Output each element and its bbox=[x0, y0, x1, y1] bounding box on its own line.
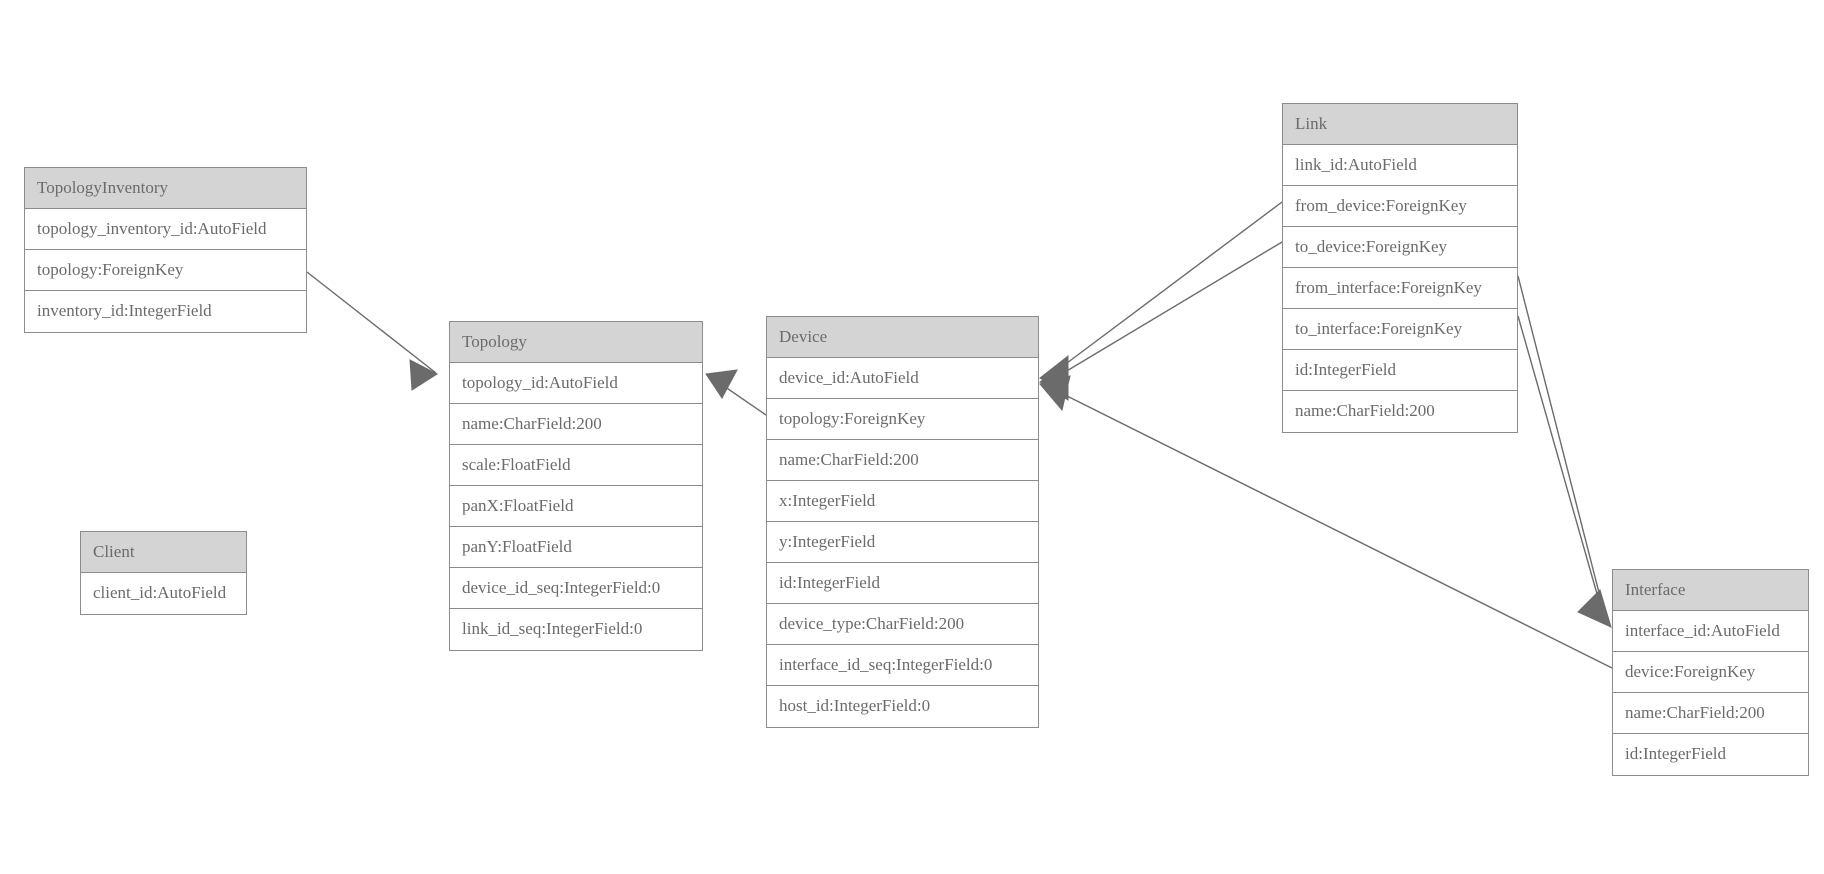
entity-field: link_id_seq:IntegerField:0 bbox=[462, 619, 643, 638]
entity-field: from_interface:ForeignKey bbox=[1283, 268, 1517, 309]
entity-field: id:IntegerField bbox=[1625, 744, 1727, 763]
relation-link-tointerface-interface bbox=[1517, 315, 1612, 628]
relation-link-fromdevice-device bbox=[1039, 201, 1283, 395]
entity-field: y:IntegerField bbox=[767, 522, 1038, 563]
relation-arrowhead bbox=[1039, 361, 1069, 401]
relation-arrowhead bbox=[705, 369, 738, 399]
entity-field: from_device:ForeignKey bbox=[1283, 186, 1517, 227]
entity-field: id:IntegerField bbox=[1283, 350, 1517, 391]
entity-field: id:IntegerField bbox=[767, 563, 1038, 604]
entity-field: host_id:IntegerField:0 bbox=[779, 696, 931, 715]
entity-title-interface: Interface bbox=[1613, 570, 1808, 611]
relation-arrowhead bbox=[1577, 589, 1612, 628]
entity-field: name:CharField:200 bbox=[450, 404, 702, 445]
relation-arrowhead bbox=[1039, 354, 1069, 395]
entity-title-device: Device bbox=[767, 317, 1038, 358]
entity-field: to_interface:ForeignKey bbox=[1283, 309, 1517, 350]
entity-field: device_id_seq:IntegerField:0 bbox=[450, 568, 702, 609]
relation-line bbox=[306, 271, 437, 374]
entity-title-client: Client bbox=[81, 532, 246, 573]
entity-title-topology: Topology bbox=[450, 322, 702, 363]
entity-field: name:CharField:200 bbox=[767, 440, 1038, 481]
relation-arrowhead bbox=[409, 359, 438, 391]
entity-field: scale:FloatField bbox=[450, 445, 702, 486]
entity-field: device:ForeignKey bbox=[1613, 652, 1808, 693]
entity-field: topology:ForeignKey bbox=[25, 250, 306, 291]
entity-field: to_device:ForeignKey bbox=[1283, 227, 1517, 268]
entity-title-topology_inventory: TopologyInventory bbox=[25, 168, 306, 209]
entity-field: interface_id:AutoField bbox=[1613, 611, 1808, 652]
relation-line bbox=[717, 381, 767, 416]
entity-field: device_id:AutoField bbox=[767, 358, 1038, 399]
entity-field: client_id:AutoField bbox=[93, 583, 227, 602]
relation-link-todevice-device bbox=[1039, 241, 1283, 401]
entity-field: topology_inventory_id:AutoField bbox=[25, 209, 306, 250]
entity-field: topology:ForeignKey bbox=[767, 399, 1038, 440]
entity-title-link: Link bbox=[1283, 104, 1517, 145]
relation-line bbox=[1054, 201, 1283, 373]
entity-field: panX:FloatField bbox=[450, 486, 702, 527]
entity-field: name:CharField:200 bbox=[1613, 693, 1808, 734]
relation-link-frominterface-interface bbox=[1517, 275, 1606, 617]
entity-field: topology_id:AutoField bbox=[450, 363, 702, 404]
entity-field: name:CharField:200 bbox=[1295, 401, 1435, 420]
entity-field: link_id:AutoField bbox=[1283, 145, 1517, 186]
entity-field: x:IntegerField bbox=[767, 481, 1038, 522]
entity-client[interactable]: Client client_id:AutoField bbox=[80, 531, 247, 615]
relation-topologyinventory-topology bbox=[306, 271, 438, 391]
entity-field: inventory_id:IntegerField bbox=[37, 301, 212, 320]
entity-field: interface_id_seq:IntegerField:0 bbox=[767, 645, 1038, 686]
entity-field: device_type:CharField:200 bbox=[767, 604, 1038, 645]
relation-line bbox=[1054, 241, 1283, 379]
relation-line bbox=[1517, 275, 1606, 617]
relation-device-topology bbox=[705, 369, 767, 416]
relation-line bbox=[1517, 315, 1606, 623]
relation-arrowhead bbox=[1039, 375, 1071, 412]
entity-field: panY:FloatField bbox=[450, 527, 702, 568]
